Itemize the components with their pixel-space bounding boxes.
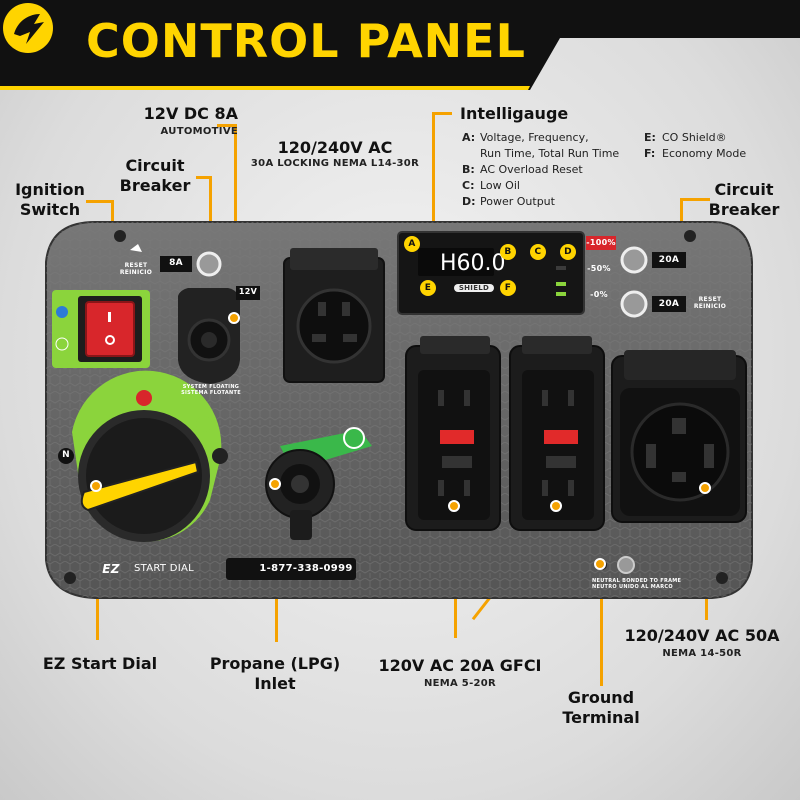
neutral-bonded-text: NEUTRAL BONDED TO FRAME NEUTRO UNIDO AL … [592,578,682,590]
legend-key: F: [644,147,656,160]
propane-tank-icon [343,427,365,449]
breaker-left-rating: 8A [169,258,183,268]
legend-key: E: [644,131,656,144]
ignition-switch[interactable] [85,301,135,357]
off-icon [212,448,228,464]
leader-breaker-right [680,198,710,201]
ground-terminal[interactable] [617,556,635,574]
electric-start-icon [56,306,68,318]
gfci-title: 120V AC 20A GFCI [378,656,542,675]
support-phone: 1-877-338-0999 [259,563,353,574]
nema50-sub: NEMA 14-50R [662,648,742,659]
leader-intelligauge [432,112,452,115]
legend-key: D: [462,195,476,208]
badge-c: C [530,244,546,260]
dc-socket-label: 12V [238,287,258,296]
gfci-test-button[interactable] [440,430,474,444]
legend-text: Low Oil [480,179,520,192]
leader-dot [90,480,102,492]
leader-ground [600,566,603,686]
leader-dot [550,500,562,512]
dc-circuit-breaker[interactable] [196,251,222,277]
screw [114,230,126,242]
ground-terminal-label: Ground Terminal [562,688,640,727]
legend-text: Economy Mode [662,147,747,160]
level-100: -100% [586,238,616,247]
reset-right-label: RESET REINICIO [693,296,727,310]
banner-background [0,0,800,90]
co-shield-label: SHIELD [454,284,494,292]
gfci-reset-button[interactable] [442,456,472,468]
legend-text: AC Overload Reset [480,163,583,176]
circuit-breaker-right-label: Circuit Breaker [708,180,780,219]
leader-ignition [86,200,114,203]
propane-label: Propane (LPG) Inlet [209,654,341,693]
intelligauge-title: Intelligauge [460,104,569,123]
leader-breaker-left-v [209,176,212,264]
nema-l14-sub: 30A LOCKING NEMA L14-30R [250,158,420,169]
breaker-bottom-rating: 20A [658,299,680,309]
gfci-outlet-right[interactable] [509,336,605,531]
ac-breaker-top[interactable] [620,246,648,274]
dial-n-label: N [62,450,70,460]
legend-text: Voltage, Frequency, [480,131,589,144]
legend-text: Power Output [480,195,555,208]
ez-start-label: EZ Start Dial [42,654,158,673]
badge-f: F [500,280,516,296]
leader-dot [228,312,240,324]
breaker-top-rating: 20A [658,255,680,265]
display-value: H60.0 [440,251,506,276]
circuit-breaker-left-label: Circuit Breaker [119,156,191,195]
badge-e: E [420,280,436,296]
choke-icon [58,448,74,464]
badge-d: D [560,244,576,260]
leader-dot [699,482,711,494]
propane-icon [196,416,212,432]
nema-l14-title: 120/240V AC [277,138,393,157]
page-title: CONTROL PANEL [86,14,526,68]
header-banner: CONTROL PANEL [0,0,800,90]
support-phone-box [226,558,356,580]
badge-b: B [500,244,516,260]
leader-dot [269,478,281,490]
fuel-icon [136,390,152,406]
legend-key: C: [462,179,475,192]
legend-text: Run Time, Total Run Time [480,147,620,160]
badge-a: A [404,236,420,252]
legend-key [462,146,480,162]
reset-left-label: RESET REINICIO [119,262,153,276]
ez-start-dial[interactable] [72,370,222,542]
level-0: -0% [590,290,608,299]
ez-logo: EZ [102,562,120,576]
legend-key: A: [462,131,476,144]
gfci-sub: NEMA 5-20R [423,678,497,689]
reset-left-icon [130,244,142,252]
propane-mode-icon [55,337,69,351]
leader-intelligauge-v [432,112,435,242]
legend-key: B: [462,163,475,176]
intelligauge-legend-right: E: CO Shield® F: Economy Mode [644,130,746,162]
gfci-outlet-left[interactable] [405,336,501,531]
level-50: -50% [587,264,611,273]
nema50-title: 120/240V AC 50A [624,626,780,645]
leader-breaker-left [196,176,212,179]
intelligauge-legend-left: A: Voltage, Frequency, Run Time, Total Ru… [462,130,619,210]
ez-dial-label: START DIAL [133,563,195,574]
propane-inlet[interactable] [265,430,372,540]
nema-14-50-receptacle[interactable] [611,350,747,523]
lightning-logo-icon [3,3,53,53]
system-floating-label: SYSTEM FLOATING SISTEMA FLOTANTE [181,384,241,396]
dc-12v-title: 12V DC 8A [143,104,238,123]
ac-breaker-bottom[interactable] [620,290,648,318]
leader-dot [594,558,606,570]
leader-dc [217,124,237,127]
ignition-label: Ignition Switch [15,180,85,219]
legend-text: CO Shield® [662,131,727,144]
leader-dot [448,500,460,512]
dc-12v-sub: AUTOMOTIVE [160,126,238,137]
